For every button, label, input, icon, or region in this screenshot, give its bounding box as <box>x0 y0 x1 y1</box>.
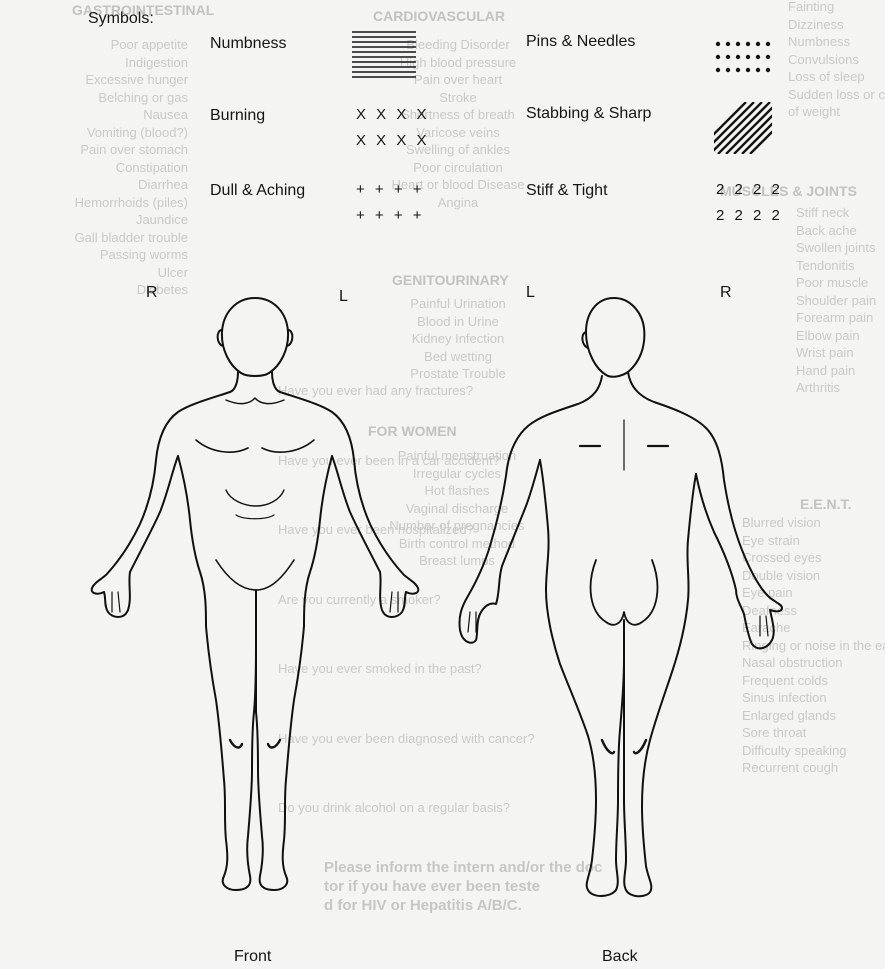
back-body-outline[interactable] <box>459 298 782 896</box>
back-caption: Back <box>602 948 638 966</box>
front-caption: Front <box>234 948 271 966</box>
front-body-outline[interactable] <box>92 298 419 890</box>
